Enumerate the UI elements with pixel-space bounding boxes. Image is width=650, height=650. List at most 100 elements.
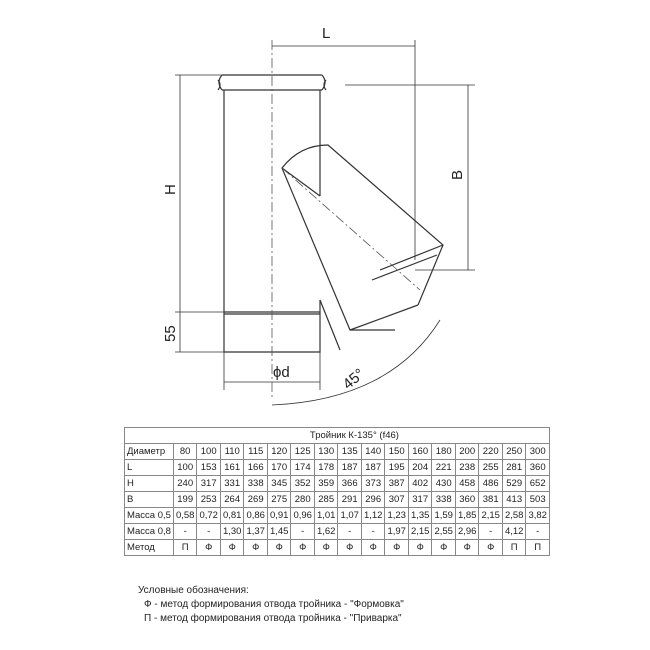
- table-cell: П: [172, 539, 198, 556]
- table-cell: 652: [525, 475, 550, 492]
- table-cell: 291: [337, 491, 362, 508]
- table-cell: 0,96: [290, 507, 315, 524]
- table-cell: 180: [431, 443, 456, 460]
- table-cell: -: [290, 523, 315, 540]
- table-cell: 387: [384, 475, 409, 492]
- table-cell: 360: [525, 459, 550, 476]
- table-cell: Ф: [313, 539, 339, 556]
- row-label: Масса 0,8: [124, 523, 174, 540]
- table-cell: 100: [196, 443, 221, 460]
- row-label: B: [124, 491, 174, 508]
- table-cell: 0,86: [243, 507, 268, 524]
- table-cell: 160: [407, 443, 433, 460]
- table-cell: -: [525, 523, 550, 540]
- table-cell: 187: [360, 459, 386, 476]
- table-cell: 413: [501, 491, 527, 508]
- table-cell: Ф: [337, 539, 362, 556]
- table-cell: 153: [196, 459, 221, 476]
- table-cell: П: [525, 539, 550, 556]
- table-cell: 150: [384, 443, 409, 460]
- table-cell: 269: [243, 491, 268, 508]
- table-cell: 331: [219, 475, 245, 492]
- table-cell: -: [360, 523, 386, 540]
- table-cell: 0,81: [219, 507, 245, 524]
- table-cell: Ф: [243, 539, 268, 556]
- table-cell: 0,91: [266, 507, 292, 524]
- table-cell: 307: [384, 491, 409, 508]
- table-cell: 345: [266, 475, 292, 492]
- tee-outline: [217, 74, 444, 353]
- table-cell: Ф: [219, 539, 245, 556]
- dim-angle-label: 45°: [340, 365, 368, 393]
- table-cell: 1,37: [243, 523, 268, 540]
- table-cell: 199: [172, 491, 198, 508]
- table-cell: 2,15: [407, 523, 433, 540]
- table-cell: 135: [337, 443, 362, 460]
- table-cell: 178: [313, 459, 339, 476]
- table-cell: 366: [337, 475, 362, 492]
- table-cell: 195: [384, 459, 409, 476]
- row-label: L: [124, 459, 174, 476]
- table-cell: Ф: [266, 539, 292, 556]
- center-lines: [271, 40, 421, 400]
- table-cell: 280: [290, 491, 315, 508]
- table-cell: 529: [501, 475, 527, 492]
- table-cell: 4,12: [501, 523, 527, 540]
- table-cell: 110: [219, 443, 245, 460]
- legend-item-welding: П - метод формирования отвода тройника -…: [144, 613, 402, 624]
- table-cell: 130: [313, 443, 339, 460]
- row-label: H: [124, 475, 174, 492]
- table-cell: 170: [266, 459, 292, 476]
- table-cell: 0,72: [196, 507, 221, 524]
- table-cell: 503: [525, 491, 550, 508]
- table-cell: 240: [172, 475, 198, 492]
- table-cell: 296: [360, 491, 386, 508]
- table-cell: 166: [243, 459, 268, 476]
- table-cell: 338: [243, 475, 268, 492]
- dim-B-label: B: [449, 170, 466, 180]
- table-cell: 200: [454, 443, 480, 460]
- table-cell: 360: [454, 491, 480, 508]
- table-cell: 255: [478, 459, 503, 476]
- dim-L-label: L: [322, 25, 330, 42]
- table-cell: 221: [431, 459, 456, 476]
- table-cell: Ф: [196, 539, 221, 556]
- table-cell: 275: [266, 491, 292, 508]
- table-cell: Ф: [384, 539, 409, 556]
- table-cell: 264: [219, 491, 245, 508]
- tee-drawing: L B H 55 ϕd 45°: [162, 25, 475, 406]
- table-cell: 1,62: [313, 523, 339, 540]
- table-cell: 2,15: [478, 507, 503, 524]
- table-cell: -: [196, 523, 221, 540]
- table-cell: 1,35: [407, 507, 433, 524]
- table-title: Тройник К-135° (f46): [124, 427, 550, 444]
- table-cell: 300: [525, 443, 550, 460]
- table-cell: -: [478, 523, 503, 540]
- table-cell: 1,59: [431, 507, 456, 524]
- row-label: Метод: [124, 539, 174, 556]
- table-cell: 458: [454, 475, 480, 492]
- table-cell: 430: [431, 475, 456, 492]
- table-cell: 204: [407, 459, 433, 476]
- table-cell: 238: [454, 459, 480, 476]
- table-cell: 250: [501, 443, 527, 460]
- table-cell: 486: [478, 475, 503, 492]
- dim-55-label: 55: [162, 325, 179, 342]
- table-cell: 115: [243, 443, 268, 460]
- table-cell: -: [172, 523, 198, 540]
- legend-heading: Условные обозначения:: [138, 585, 249, 596]
- dimension-lines: [175, 40, 475, 406]
- table-cell: -: [337, 523, 362, 540]
- table-cell: Ф: [454, 539, 480, 556]
- table-cell: 174: [290, 459, 315, 476]
- table-cell: 100: [172, 459, 198, 476]
- table-cell: Ф: [290, 539, 315, 556]
- table-cell: 402: [407, 475, 433, 492]
- table-cell: 338: [431, 491, 456, 508]
